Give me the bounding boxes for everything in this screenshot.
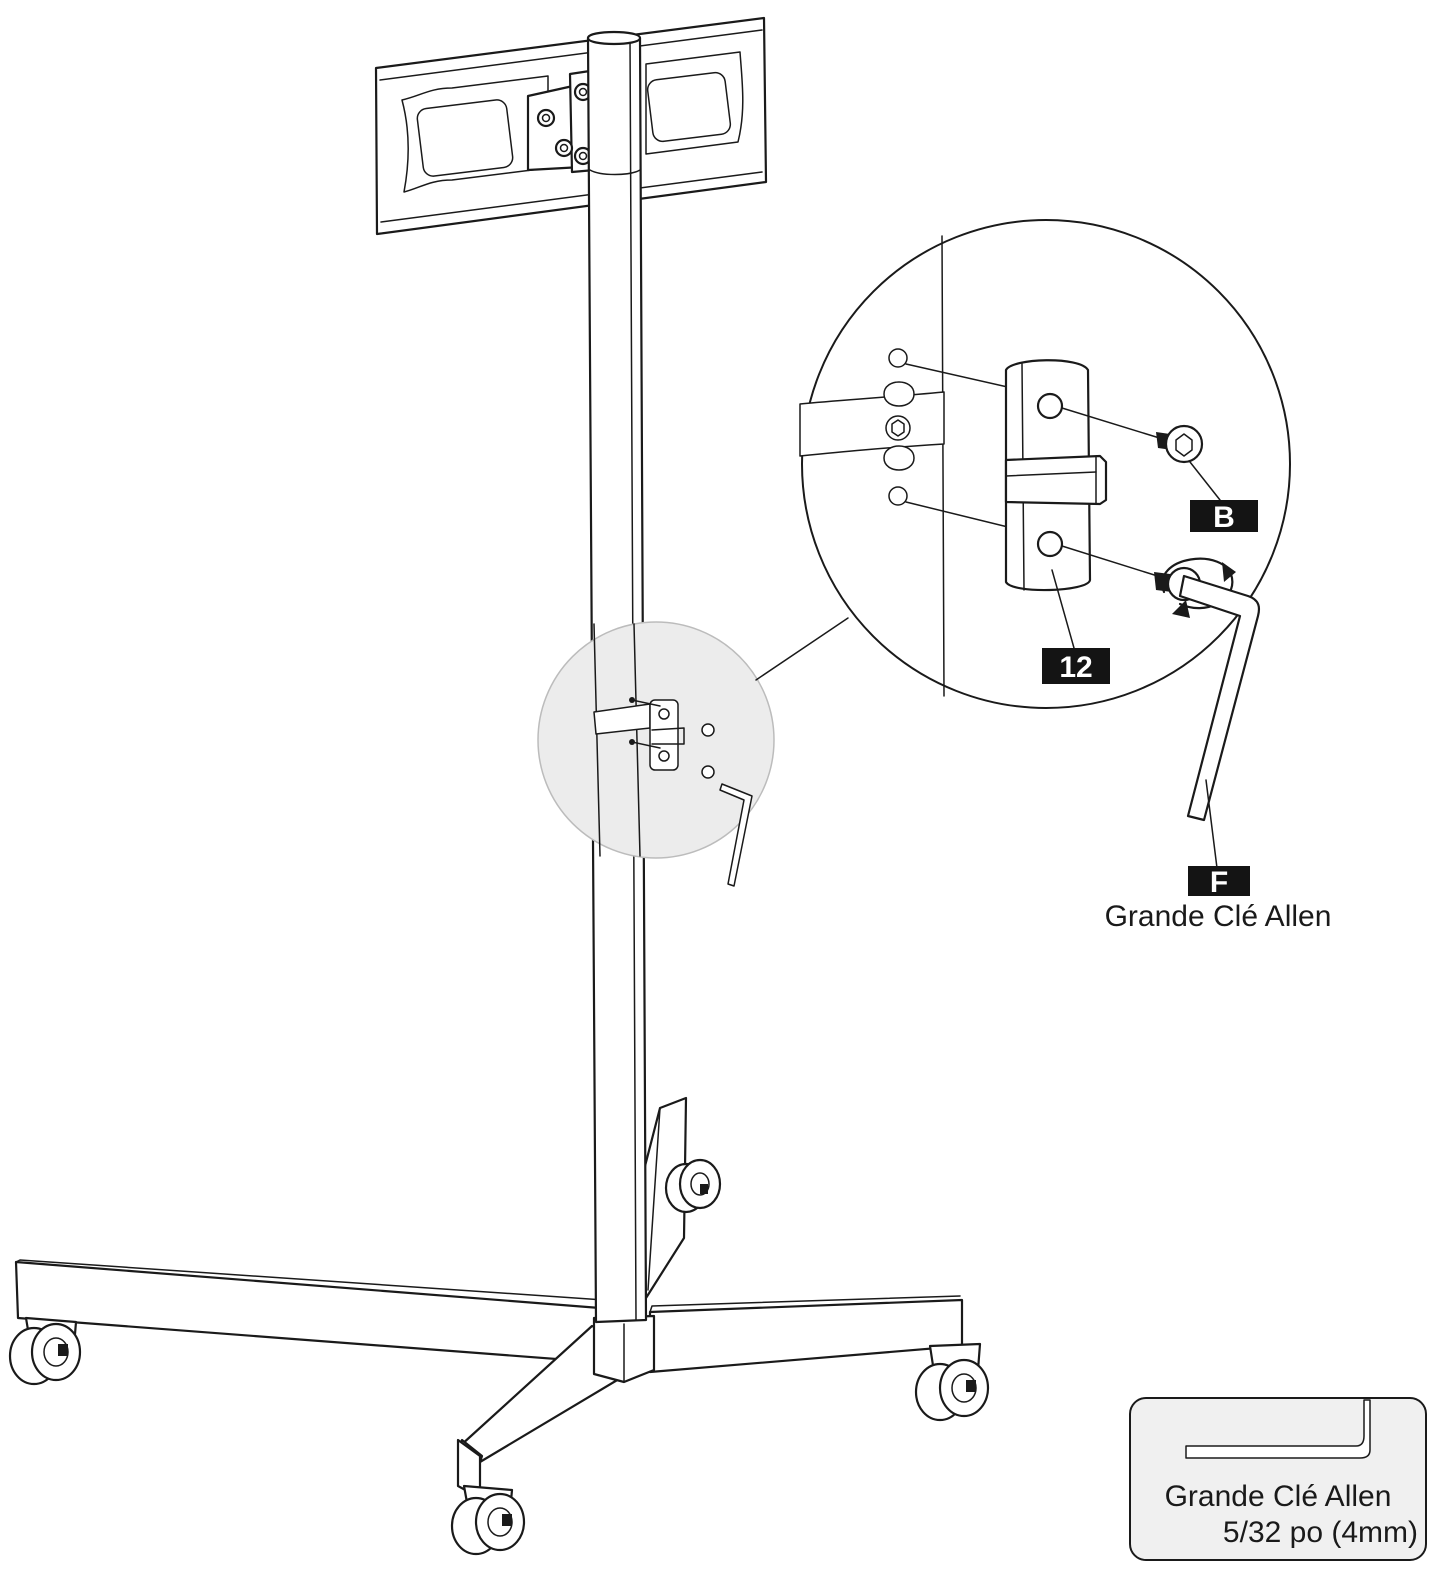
tool-name: Grande Clé Allen xyxy=(1165,1480,1392,1513)
tag-f-label: F xyxy=(1210,866,1228,899)
caster-left xyxy=(8,1316,82,1386)
screw-b-icon xyxy=(1156,424,1204,464)
detail-circle-zoom xyxy=(799,219,1291,709)
base-legs xyxy=(14,1096,964,1500)
tag-f: F xyxy=(1188,866,1250,899)
tool-box: Grande Clé Allen 5/32 po (4mm) xyxy=(1129,1397,1427,1561)
caster-front xyxy=(450,1484,526,1556)
callout-connector xyxy=(755,617,849,681)
tag-b-label: B xyxy=(1213,501,1235,534)
detail-circle-small xyxy=(537,621,775,887)
tag-12: 12 xyxy=(1042,648,1110,684)
allen-wrench-icon xyxy=(1178,574,1261,877)
tool-size: 5/32 po (4mm) xyxy=(1223,1516,1418,1549)
caster-back xyxy=(664,1158,722,1214)
screw-b-leader xyxy=(1189,461,1221,501)
wrench-caption: Grande Clé Allen xyxy=(1105,900,1332,933)
allen-key-icon xyxy=(1185,1399,1371,1459)
bolt-icon xyxy=(536,82,593,166)
tag-12-label: 12 xyxy=(1059,651,1092,684)
tag-b: B xyxy=(1190,500,1258,534)
caster-right xyxy=(914,1342,990,1422)
